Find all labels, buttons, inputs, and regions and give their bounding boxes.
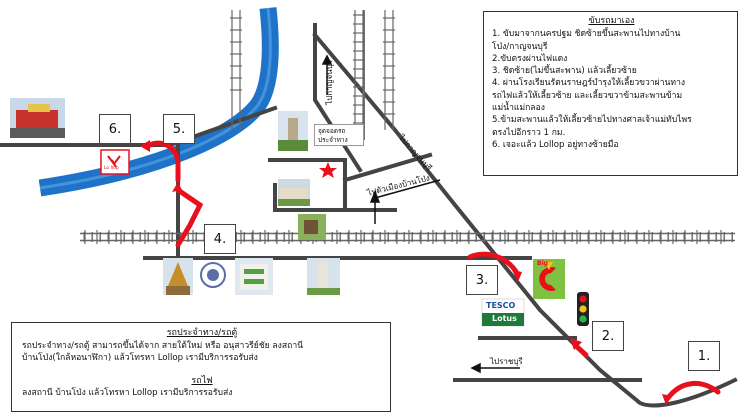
bigc-logo-text: Big — [537, 260, 548, 267]
direction-step: 1. ขับมาจากนครปฐม ชิดซ้ายขึ้นสะพานไปทางบ… — [492, 29, 681, 40]
bus-stop-label-line1: จุดจอดรถ — [318, 127, 346, 135]
star-marker — [319, 162, 337, 178]
step-marker-3: 3. — [466, 265, 498, 295]
lotus-logo-text: Lotus — [492, 314, 517, 323]
direction-step: 6. เจอะแล้ว Lollop อยู่ทางซ้ายมือ — [492, 139, 619, 150]
roads — [0, 23, 738, 408]
direction-step: 3. ชิดซ้าย(ไม่ขึ้นสะพาน) แล้วเลี้ยวซ้าย — [492, 66, 637, 77]
step-marker-1: 1. — [688, 341, 720, 371]
bus-stop-label: จุดจอดรถ ประจำทาง — [314, 124, 364, 146]
bus-title: รถประจำทาง/รถตู้ — [166, 328, 238, 338]
public-transport-panel: รถประจำทาง/รถตู้ รถประจำทาง/รถตู้ สามารถ… — [11, 322, 391, 412]
step-marker-6: 6. — [99, 114, 131, 144]
arrow-4 — [175, 187, 204, 248]
lollop-logo-text: Lo llop — [104, 166, 119, 171]
direction-step: แม่น้ำแม่กลอง — [492, 103, 545, 114]
landmark-photos — [10, 98, 340, 295]
lollop-logo — [100, 149, 130, 175]
direction-step: 2.ขับตรงผ่านไฟแดง — [492, 53, 568, 64]
bus-line: รถประจำทาง/รถตู้ สามารถขึ้นได้จาก สายใต้… — [22, 340, 304, 351]
bus-stop-label-line2: ประจำทาง — [318, 135, 348, 144]
direction-step: โป่ง/กาญจนบุรี — [492, 41, 548, 52]
step-marker-2: 2. — [592, 321, 624, 351]
direction-step: 4. ผ่านโรงเรียนรัตนราษฎร์บำรุงให้เลี้ยวข… — [492, 78, 686, 89]
railway — [80, 232, 735, 242]
red-route-arrows — [147, 140, 721, 401]
road-label-ratchaburi: ไปราชบุรี — [490, 357, 523, 366]
main-highway — [312, 32, 738, 408]
directions-panel: ขับรถมาเอง 1. ขับมาจากนครปฐม ชิดซ้ายขึ้น… — [483, 11, 738, 176]
train-title: รถไฟ — [191, 375, 213, 386]
highway-branch — [313, 33, 363, 173]
direction-step: ตรงไปอีกราว 1 กม. — [492, 127, 566, 138]
red-arrowheads — [140, 140, 672, 405]
tesco-logo-text: TESCO — [486, 301, 516, 310]
step-marker-4: 4. — [204, 224, 236, 254]
bigc-logo — [533, 259, 565, 299]
direction-step: 5.ข้ามสะพานแล้วให้เลี้ยวซ้ายไปทางศาลเจ้า… — [492, 115, 692, 126]
direction-step: รถไฟแล้วให้เลี้ยวซ้าย และเลี้ยวขวาข้ามสะ… — [492, 90, 683, 101]
arrow-1 — [665, 381, 721, 401]
directions-title: ขับรถมาเอง — [588, 16, 635, 26]
step-marker-5: 5. — [163, 114, 195, 144]
tesco-lotus-logo — [481, 298, 525, 327]
arrow-5 — [147, 140, 181, 183]
road-label-kanchanaburi-top: ไปกาญจนบุรี — [325, 60, 334, 105]
traffic-light-icon — [577, 292, 589, 326]
direction-arrows — [321, 54, 520, 374]
bus-line: บ้านโป่ง(ใกล้หอนาฬิกา) แล้วโทรหา Lollop … — [22, 353, 258, 363]
train-line: ลงสถานี บ้านโป่ง แล้วโทรหา Lollop เรามีบ… — [22, 388, 233, 398]
